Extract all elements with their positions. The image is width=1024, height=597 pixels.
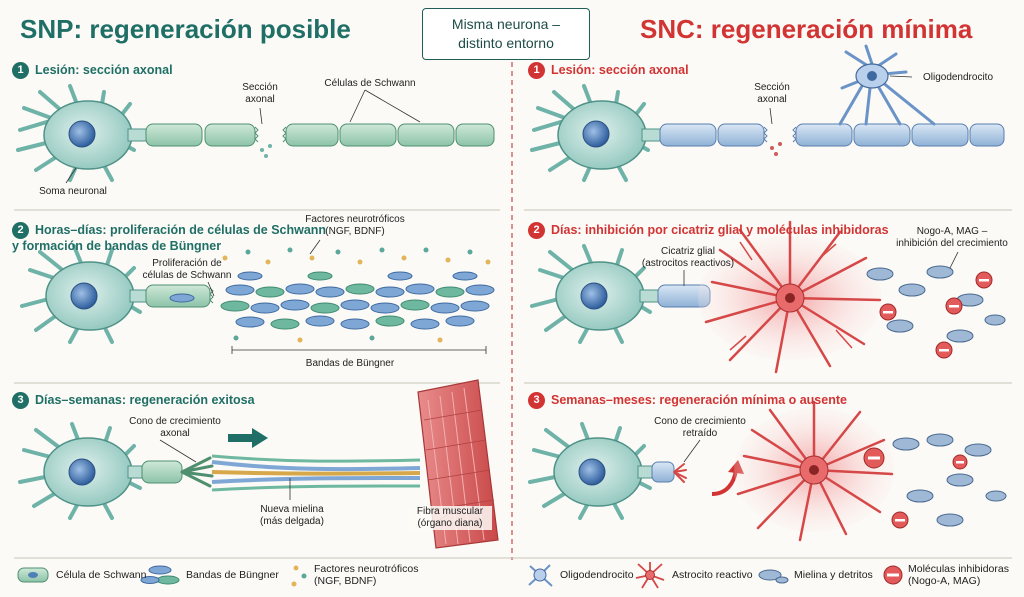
left-factors-label: Factores neurotróficos (NGF, BDNF) (290, 214, 420, 238)
right-cut-label-line2: axonal (757, 94, 787, 105)
right-step3-number: 3 (528, 392, 545, 409)
left-step2-title: 2 Horas–días: proliferación de células de… (12, 222, 326, 254)
glial-scar-1 (698, 220, 882, 374)
left-neuron-1 (16, 84, 495, 184)
center-caption-line2: distinto entorno (458, 35, 554, 51)
oligodendrocyte (838, 44, 936, 126)
left-neuron-2 (20, 244, 215, 344)
inhibitory-debris-2 (866, 251, 1006, 359)
left-schwann-label: Células de Schwann (324, 78, 416, 89)
legend-bands-icon (140, 565, 180, 585)
left-muscle-label-line2: (órgano diana) (417, 518, 483, 529)
right-scar-label-line1: Cicatriz glial (661, 246, 715, 257)
legend-bands-label: Bandas de Büngner (186, 569, 279, 581)
right-step1-text: Lesión: sección axonal (551, 63, 689, 77)
left-myelin-label-line1: Nueva mielina (260, 504, 324, 515)
legend-astro-icon (635, 562, 665, 589)
right-step2-text: Días: inhibición por cicatriz glial y mo… (551, 223, 889, 237)
left-cone-label-line1: Cono de crecimiento (129, 416, 221, 427)
legend-factors-line2: (NGF, BDNF) (314, 575, 377, 587)
right-step3-text: Semanas–meses: regeneración mínima o aus… (551, 393, 847, 407)
left-factors-label-line2: (NGF, BDNF) (325, 226, 385, 237)
snp-title: SNP: regeneración posible (20, 14, 351, 44)
left-step1-text: Lesión: sección axonal (35, 63, 173, 77)
legend-oligo-icon (528, 564, 553, 587)
right-step2-number: 2 (528, 222, 545, 239)
right-step3-title: 3 Semanas–meses: regeneración mínima o au… (528, 392, 847, 409)
right-step2-title: 2 Días: inhibición por cicatriz glial y m… (528, 222, 889, 239)
center-caption-line1: Misma neurona – (451, 16, 561, 32)
right-cut-label: Sección axonal (744, 82, 800, 106)
legend-factors-label: Factores neurotróficos (NGF, BDNF) (314, 563, 418, 587)
legend-schwann-icon (17, 567, 49, 583)
bungner-bracket (231, 346, 487, 354)
left-step3-title: 3 Días–semanas: regeneración exitosa (12, 392, 255, 409)
left-cut-label-line1: Sección (242, 82, 278, 93)
right-nogo-label-line1: Nogo-A, MAG – (916, 226, 988, 237)
left-bands-label: Bandas de Büngner (305, 358, 395, 369)
right-cone-label: Cono de crecimiento retraído (640, 416, 760, 440)
left-step1-title: 1 Lesión: sección axonal (12, 62, 173, 79)
legend-inhibitory-line2: (Nogo-A, MAG) (908, 575, 981, 587)
left-soma-label: Soma neuronal (39, 186, 107, 197)
left-step3-text: Días–semanas: regeneración exitosa (35, 393, 255, 407)
glial-scar-2 (734, 400, 894, 542)
left-myelin-label: Nueva mielina (más delgada) (250, 504, 334, 528)
left-step2-text2: y formación de bandas de Büngner (12, 239, 222, 253)
left-muscle-label-line1: Fibra muscular (416, 506, 484, 517)
legend-inhibitory-label: Moléculas inhibidoras (Nogo-A, MAG) (908, 563, 1009, 587)
left-neuron-3 (18, 422, 421, 520)
legend-factors-icon (291, 565, 307, 587)
legend-factors-line1: Factores neurotróficos (314, 563, 419, 575)
right-scar-label: Cicatriz glial (astrocitos reactivos) (630, 246, 746, 270)
right-scar-label-line2: (astrocitos reactivos) (641, 258, 735, 269)
right-cone-label-line2: retraído (682, 428, 718, 439)
left-step3-number: 3 (12, 392, 29, 409)
left-prolif-label: Proliferación de células de Schwann (132, 258, 242, 282)
neurotrophic-factors-dots (222, 239, 491, 343)
inhibitory-debris-3 (863, 433, 1007, 529)
bungner-bands (220, 271, 495, 330)
right-step1-title: 1 Lesión: sección axonal (528, 62, 689, 79)
snc-title: SNC: regeneración mínima (640, 14, 973, 44)
legend-astro-label: Astrocito reactivo (672, 569, 753, 581)
left-muscle-label: Fibra muscular (órgano diana) (408, 506, 492, 530)
center-caption-box: Misma neurona – distinto entorno (422, 8, 590, 60)
legend-inhibitory-icon (883, 565, 903, 585)
left-factors-label-line1: Factores neurotróficos (305, 214, 405, 225)
right-cut-label-line1: Sección (754, 82, 790, 93)
legend-myelin-label: Mielina y detritos (794, 569, 873, 581)
right-nogo-label-line2: inhibición del crecimiento (896, 238, 1008, 249)
right-cone-label-line1: Cono de crecimiento (654, 416, 746, 427)
right-neuron-3 (528, 422, 701, 520)
left-cone-label-line2: axonal (160, 428, 190, 439)
left-prolif-label-line1: Proliferación de (152, 258, 222, 269)
right-step1-number: 1 (528, 62, 545, 79)
right-oligo-label: Oligodendrocito (922, 72, 994, 83)
left-step1-number: 1 (12, 62, 29, 79)
left-cut-label-line2: axonal (245, 94, 275, 105)
left-step2-number: 2 (12, 222, 29, 239)
legend-myelin-icon (758, 569, 789, 584)
legend-oligo-label: Oligodendrocito (560, 569, 634, 581)
growth-arrow-left (228, 428, 268, 448)
left-prolif-label-line2: células de Schwann (142, 270, 232, 281)
right-neuron-2 (530, 244, 711, 344)
left-myelin-label-line2: (más delgada) (260, 516, 324, 527)
right-neuron-1 (530, 84, 1005, 182)
left-cut-label: Sección axonal (232, 82, 288, 106)
right-nogo-label: Nogo-A, MAG – inhibición del crecimiento (890, 226, 1014, 250)
legend-schwann-label: Célula de Schwann (56, 569, 147, 581)
left-cone-label: Cono de crecimiento axonal (116, 416, 234, 440)
left-step2-text1: Horas–días: proliferación de células de … (35, 223, 327, 237)
legend-inhibitory-line1: Moléculas inhibidoras (908, 563, 1009, 575)
